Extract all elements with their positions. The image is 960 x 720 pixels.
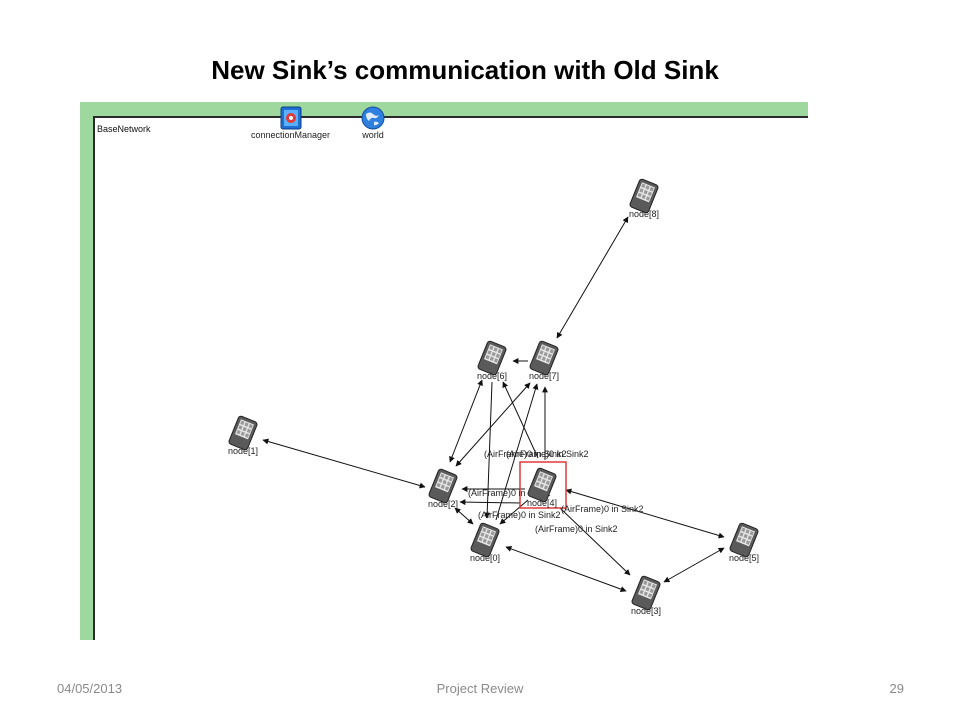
handheld-device-icon bbox=[228, 415, 258, 451]
node-label: node[3] bbox=[631, 606, 661, 616]
connection-manager-module[interactable]: connectionManager bbox=[251, 106, 330, 140]
handheld-device-icon bbox=[477, 340, 507, 376]
network-name-label: BaseNetwork bbox=[97, 124, 151, 134]
node-label: node[1] bbox=[228, 446, 258, 456]
node-3[interactable]: node[3] bbox=[631, 575, 661, 616]
handheld-device-icon bbox=[527, 467, 557, 503]
message-label: (AirFrame)0 in Sink2 bbox=[468, 488, 551, 498]
link-node4-node3 bbox=[559, 507, 631, 576]
message-label: (AirFrame)0 in Sink2 bbox=[561, 504, 644, 514]
message-label: (AirFrame)0 in Sink2 bbox=[484, 449, 567, 459]
module-label: world bbox=[362, 130, 384, 140]
footer-title: Project Review bbox=[436, 681, 524, 696]
module-label: connectionManager bbox=[251, 130, 331, 140]
globe-icon bbox=[361, 106, 385, 130]
connection-manager-icon bbox=[280, 106, 302, 130]
link-node6-node2 bbox=[449, 379, 483, 463]
node-4[interactable]: node[4] bbox=[527, 467, 557, 508]
node-label: node[2] bbox=[428, 499, 458, 509]
link-node7-node2 bbox=[455, 382, 531, 467]
handheld-device-icon bbox=[529, 340, 559, 376]
link-node4-node5 bbox=[565, 488, 725, 539]
connection-lines bbox=[262, 216, 725, 592]
node-label: node[8] bbox=[629, 209, 659, 219]
world-module[interactable]: world bbox=[361, 106, 385, 140]
handheld-device-icon bbox=[470, 522, 500, 558]
link-node2-node0 bbox=[454, 507, 474, 525]
message-label: (AirFrame)0 in Sink2 bbox=[535, 524, 618, 534]
node-6[interactable]: node[6] bbox=[477, 340, 507, 381]
handheld-device-icon bbox=[729, 522, 759, 558]
handheld-device-icon bbox=[629, 178, 659, 214]
node-2[interactable]: node[2] bbox=[428, 468, 458, 509]
node-label: node[5] bbox=[729, 553, 759, 563]
link-node0-node3 bbox=[505, 546, 627, 592]
node-8[interactable]: node[8] bbox=[629, 178, 659, 219]
selected-node-highlight bbox=[519, 461, 567, 509]
link-node7-node0 bbox=[495, 383, 539, 521]
node-label: node[4] bbox=[527, 498, 557, 508]
handheld-device-icon bbox=[428, 468, 458, 504]
link-node8-node7 bbox=[556, 216, 629, 339]
node-0[interactable]: node[0] bbox=[470, 522, 500, 563]
link-node2-node4 bbox=[459, 499, 521, 506]
node-1[interactable]: node[1] bbox=[228, 415, 258, 456]
page-number: 29 bbox=[889, 681, 904, 696]
handheld-device-icon bbox=[631, 575, 661, 611]
node-label: node[7] bbox=[529, 371, 559, 381]
node-7[interactable]: node[7] bbox=[529, 340, 559, 381]
node-label: node[0] bbox=[470, 553, 500, 563]
link-node5-node3 bbox=[663, 547, 725, 583]
link-node4-node0 bbox=[499, 499, 529, 525]
message-labels: (AirFrame)0 in Sink2 (AirFrame)0 in Sink… bbox=[468, 449, 644, 534]
link-node1-node2 bbox=[262, 438, 426, 489]
node-label: node[6] bbox=[477, 371, 507, 381]
message-label: (AirFrame)0 in Sink2 bbox=[478, 510, 561, 520]
footer-date: 04/05/2013 bbox=[57, 681, 123, 696]
message-label: (AirFrame)0 in Sink2 bbox=[506, 449, 589, 459]
network-nodes: node[0] node[1] node[2] node[3] node[4] node[… bbox=[228, 178, 759, 616]
slide-title: New Sink’s communication with Old Sink bbox=[211, 55, 719, 85]
node-5[interactable]: node[5] bbox=[729, 522, 759, 563]
